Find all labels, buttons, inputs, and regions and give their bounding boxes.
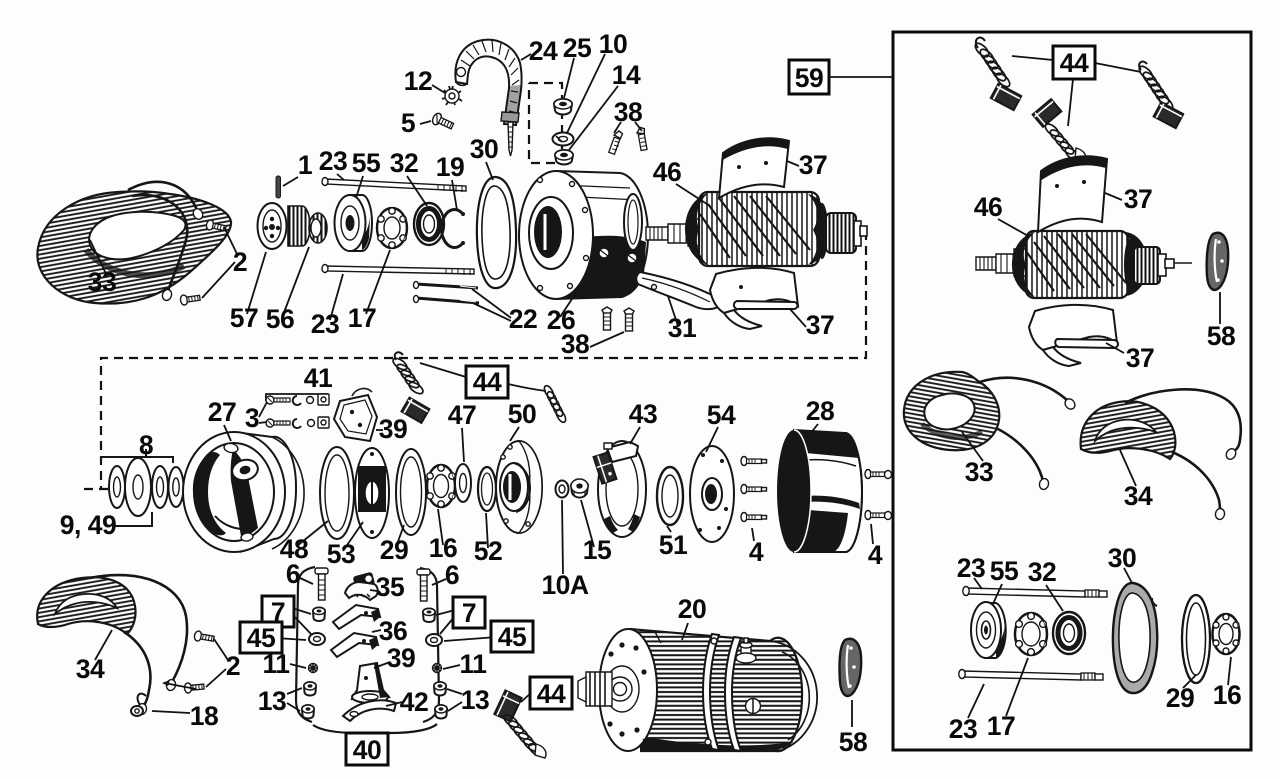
svg-text:7: 7 <box>462 598 476 628</box>
svg-text:23: 23 <box>949 714 977 744</box>
svg-text:8: 8 <box>139 430 153 460</box>
svg-text:29: 29 <box>1166 683 1194 713</box>
svg-text:55: 55 <box>990 556 1018 586</box>
svg-text:35: 35 <box>376 572 404 602</box>
svg-text:52: 52 <box>474 536 502 566</box>
svg-text:1: 1 <box>298 150 312 180</box>
svg-text:31: 31 <box>668 313 696 343</box>
svg-text:24: 24 <box>529 36 558 66</box>
svg-text:7: 7 <box>271 597 285 627</box>
svg-text:25: 25 <box>563 33 591 63</box>
svg-text:30: 30 <box>470 134 498 164</box>
svg-text:48: 48 <box>280 534 308 564</box>
svg-text:51: 51 <box>659 530 687 560</box>
svg-text:34: 34 <box>1124 481 1153 511</box>
svg-text:16: 16 <box>1213 680 1241 710</box>
svg-text:18: 18 <box>190 701 218 731</box>
svg-text:11: 11 <box>459 649 486 679</box>
svg-text:42: 42 <box>400 687 428 717</box>
svg-text:23: 23 <box>311 309 339 339</box>
svg-text:37: 37 <box>1124 184 1152 214</box>
svg-text:32: 32 <box>390 148 418 178</box>
svg-text:39: 39 <box>379 414 407 444</box>
svg-text:53: 53 <box>327 539 355 569</box>
svg-text:37: 37 <box>799 150 827 180</box>
svg-text:38: 38 <box>561 329 589 359</box>
svg-text:33: 33 <box>88 267 116 297</box>
svg-text:44: 44 <box>1060 48 1089 78</box>
svg-text:59: 59 <box>795 63 823 93</box>
svg-text:29: 29 <box>380 535 408 565</box>
svg-text:6: 6 <box>445 560 459 590</box>
svg-text:4: 4 <box>868 540 883 570</box>
svg-text:23: 23 <box>319 146 347 176</box>
svg-text:10: 10 <box>599 29 627 59</box>
svg-text:30: 30 <box>1108 543 1136 573</box>
svg-text:14: 14 <box>612 60 641 90</box>
svg-text:32: 32 <box>1028 557 1056 587</box>
svg-text:12: 12 <box>404 66 432 96</box>
svg-text:4: 4 <box>749 537 764 567</box>
svg-text:44: 44 <box>473 367 502 397</box>
svg-text:20: 20 <box>678 594 706 624</box>
svg-text:38: 38 <box>614 97 642 127</box>
svg-text:17: 17 <box>348 303 376 333</box>
svg-text:33: 33 <box>965 457 993 487</box>
svg-text:9, 49: 9, 49 <box>60 510 116 540</box>
svg-text:34: 34 <box>76 654 105 684</box>
svg-text:47: 47 <box>448 400 476 430</box>
svg-text:23: 23 <box>957 553 985 583</box>
svg-text:36: 36 <box>379 616 407 646</box>
svg-text:55: 55 <box>352 148 380 178</box>
svg-text:58: 58 <box>839 727 867 757</box>
svg-text:57: 57 <box>230 303 258 333</box>
svg-text:37: 37 <box>1126 343 1154 373</box>
svg-text:43: 43 <box>629 399 657 429</box>
svg-text:10A: 10A <box>541 570 588 600</box>
svg-text:17: 17 <box>987 711 1015 741</box>
svg-text:54: 54 <box>707 400 736 430</box>
svg-text:58: 58 <box>1207 321 1235 351</box>
svg-text:19: 19 <box>436 152 464 182</box>
svg-text:46: 46 <box>974 192 1002 222</box>
svg-text:50: 50 <box>508 399 536 429</box>
svg-text:6: 6 <box>286 559 300 589</box>
svg-text:13: 13 <box>461 685 489 715</box>
svg-text:27: 27 <box>208 397 236 427</box>
svg-text:41: 41 <box>304 363 332 393</box>
svg-text:44: 44 <box>537 679 566 709</box>
svg-text:13: 13 <box>258 686 286 716</box>
svg-text:46: 46 <box>653 157 681 187</box>
svg-text:56: 56 <box>266 304 294 334</box>
svg-text:45: 45 <box>247 623 275 653</box>
svg-text:45: 45 <box>498 622 526 652</box>
svg-text:39: 39 <box>387 643 415 673</box>
svg-text:16: 16 <box>429 533 457 563</box>
svg-text:15: 15 <box>583 535 611 565</box>
svg-text:2: 2 <box>226 651 240 681</box>
svg-text:37: 37 <box>806 310 834 340</box>
svg-text:2: 2 <box>233 247 247 277</box>
svg-text:26: 26 <box>547 305 575 335</box>
svg-text:28: 28 <box>806 396 834 426</box>
svg-text:40: 40 <box>353 735 381 765</box>
svg-text:22: 22 <box>509 304 537 334</box>
svg-text:5: 5 <box>401 108 415 138</box>
svg-text:3: 3 <box>245 403 259 433</box>
